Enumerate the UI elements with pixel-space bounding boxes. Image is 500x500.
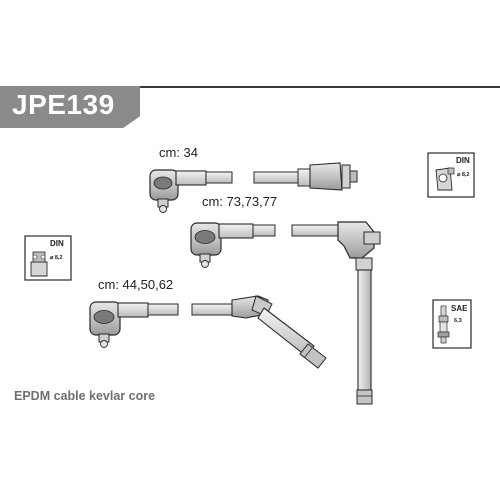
sae-badge-title: SAE: [451, 304, 468, 313]
din-badge-top-title: DIN: [456, 156, 470, 165]
title-box: [0, 86, 140, 128]
cable-1-coil-connector: [297, 162, 358, 191]
product-code: JPE139: [12, 89, 115, 120]
cable-length-label-2: cm: 73,73,77: [202, 194, 278, 209]
sae-badge-right: SAE 6,3: [432, 299, 472, 349]
din-badge-left-title: DIN: [50, 239, 64, 248]
cable-3-lead-left: [147, 303, 179, 316]
cable-2-lead-right: [291, 224, 341, 237]
sae-badge-spec: 6,3: [454, 318, 462, 324]
cable-2-coil-boot: [337, 221, 381, 405]
cable-1: [149, 162, 358, 213]
din-badge-top: DIN ⌀ 8,2: [427, 152, 475, 198]
din-badge-left: DIN ⌀ 8,2: [24, 235, 72, 281]
header-rule: [0, 86, 500, 88]
cable-1-lead-left: [205, 171, 233, 184]
din-badge-left-spec: ⌀ 8,2: [50, 255, 63, 261]
cable-2-plug-boot: [190, 222, 254, 268]
cable-1-plug-boot: [149, 169, 207, 213]
cable-2-lead-left: [252, 224, 276, 237]
footer-caption: EPDM cable kevlar core: [14, 389, 156, 403]
cable-3: [89, 295, 327, 369]
cable-length-label-3: cm: 44,50,62: [98, 277, 174, 292]
cable-3-lead-right: [191, 303, 233, 316]
cable-2: [190, 221, 381, 405]
cable-3-plug-boot: [89, 301, 149, 348]
cable-1-lead-right: [253, 171, 299, 184]
cable-3-coil-connector: [231, 295, 327, 369]
cable-length-label-1: cm: 34: [159, 145, 199, 160]
din-badge-top-spec: ⌀ 8,2: [457, 172, 470, 178]
